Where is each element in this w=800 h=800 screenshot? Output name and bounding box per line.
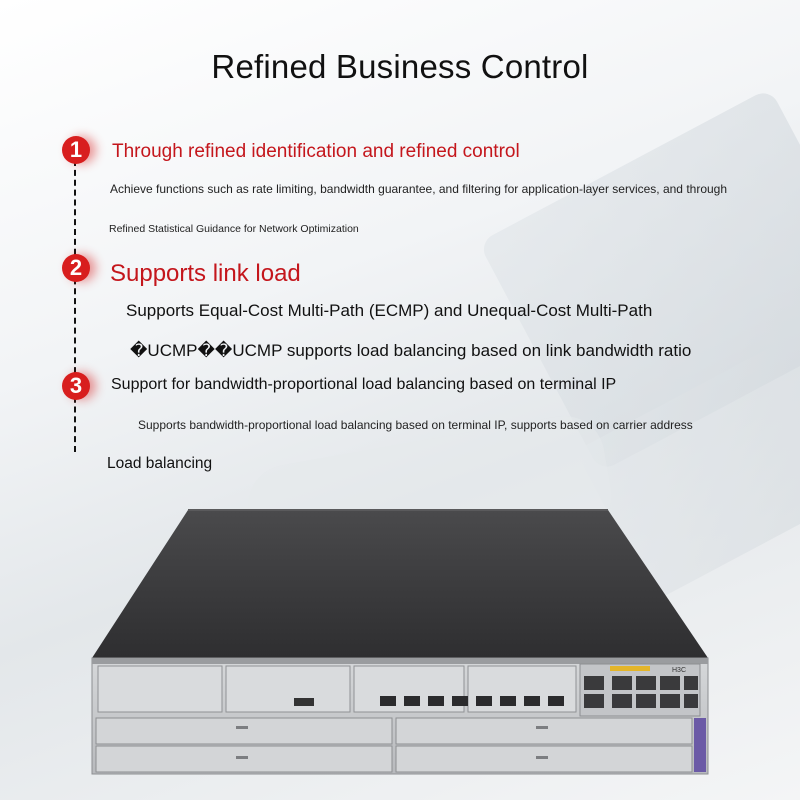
section-2-line-2: �UCMP��UCMP supports load balancing base… [130,341,692,360]
device-top-panel [92,510,708,658]
section-2-heading: Supports link load [110,260,301,287]
page-title: Refined Business Control [211,48,589,85]
step-number-badge: 3 [62,372,90,400]
module-slot [225,665,351,713]
module-slot [97,665,223,713]
module-slot [395,745,693,773]
module-slot [395,717,693,745]
section-1-heading: Through refined identification and refin… [112,141,520,162]
step-number-badge: 2 [62,254,90,282]
section-1-line-2: Refined Statistical Guidance for Network… [109,223,359,235]
module-slot [95,717,393,745]
section-3-heading: Support for bandwidth-proportional load … [111,376,617,393]
section-1-line-1: Achieve functions such as rate limiting,… [110,182,728,196]
section-3-line-1: Supports bandwidth-proportional load bal… [138,418,693,432]
section-2-line-1: Supports Equal-Cost Multi-Path (ECMP) an… [126,301,653,320]
brand-logo: H3C [672,667,686,674]
timeline-dashed-line [74,160,76,452]
section-3-line-2: Load balancing [107,455,213,472]
step-number-badge: 1 [62,136,90,164]
